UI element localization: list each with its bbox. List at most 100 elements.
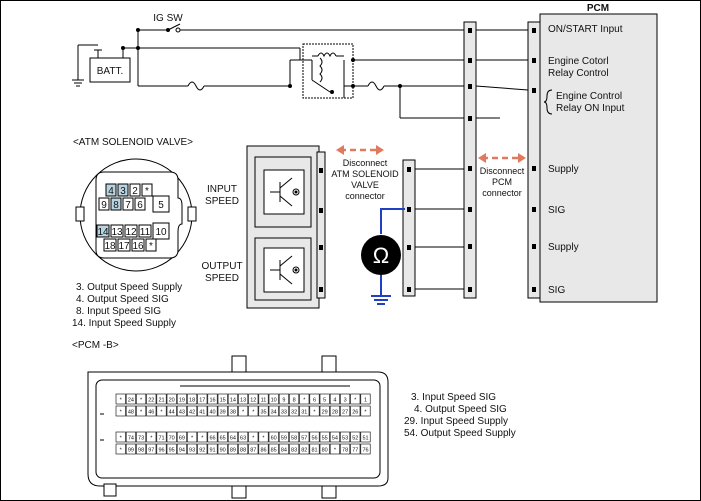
pcm-b-pin [350, 405, 361, 417]
output-speed-sensor-symbol [270, 255, 300, 285]
atm-valve-pins: 4 3 2 * 9 8 7 6 5 14 13 12 11 10 18 17 1… [96, 183, 170, 252]
pcm-b-pin [115, 405, 126, 417]
pcm-b-pin-label: * [201, 436, 204, 442]
pcm-b-connector [87, 355, 389, 499]
atm-note-1: Disconnect [343, 158, 388, 168]
pcm-b-pin-label: 12 [250, 398, 256, 404]
pcm-b-pin-label: 92 [199, 448, 205, 454]
main-relay [289, 43, 470, 119]
pcm-b-pin-label: 21 [158, 398, 164, 404]
pcm-b-pin-label: 96 [158, 448, 164, 454]
pcm-b-pin-label: 11 [261, 398, 267, 404]
pcm-title: PCM [587, 3, 609, 14]
pcm-b-pin-label: * [252, 436, 255, 442]
pcm-b-pin [197, 393, 208, 405]
svg-text:*: * [149, 241, 153, 252]
sensor-pin-strip [316, 151, 326, 299]
pcm-b-pin [156, 431, 167, 443]
pcm-b-pin [289, 405, 300, 417]
pcm-b-pin [125, 393, 136, 405]
atm-valve-legend: 3. Output Speed Supply 4. Output Speed S… [72, 282, 182, 329]
pcm-b-pin [146, 393, 157, 405]
pcm-b-pin-label: * [334, 448, 337, 454]
pcm-b-pin [136, 393, 147, 405]
pcm-note-3: connector [482, 188, 522, 198]
pcm-b-pin [340, 393, 351, 405]
pcm-b-pin [268, 393, 279, 405]
pcm-b-pin [136, 443, 147, 455]
pcm-pin-strip [527, 21, 541, 299]
svg-text:16: 16 [132, 241, 144, 252]
pcm-b-pin [156, 393, 167, 405]
pcm-b-pin [248, 431, 259, 443]
pcm-b-pin [227, 405, 238, 417]
pcm-b-pin-label: 20 [169, 398, 175, 404]
pcm-b-pin-label: 18 [189, 398, 195, 404]
pcm-b-pin-label: * [354, 398, 357, 404]
pcm-b-pin [146, 443, 157, 455]
pcm-b-pin [217, 443, 228, 455]
pcm-b-pin [299, 405, 310, 417]
svg-text:3. Output Speed Supply: 3. Output Speed Supply [76, 282, 182, 293]
pcm-b-pin [115, 443, 126, 455]
pcm-row-supply-1: Supply [548, 164, 579, 175]
pcm-b-pin [248, 405, 259, 417]
pcm-b-pin-label: 73 [138, 436, 144, 442]
pcm-b-pin [360, 443, 371, 455]
pcm-row-supply-2: Supply [548, 242, 579, 253]
pcm-b-pin-label: * [150, 436, 153, 442]
svg-text:12: 12 [125, 227, 137, 238]
pcm-b-pin [176, 405, 187, 417]
pcm-b-pin-label: 1 [364, 398, 367, 404]
pcm-b-pin-label: 74 [128, 436, 134, 442]
pcm-b-pin [125, 443, 136, 455]
pcm-b-pin [166, 431, 177, 443]
ig-switch: IG SW [153, 13, 183, 33]
pcm-b-pin-label: 80 [322, 448, 328, 454]
pcm-b-pin [197, 405, 208, 417]
pcm-b-pin-label: 58 [291, 436, 297, 442]
pcm-b-pin-label: * [262, 436, 265, 442]
pcm-b-pin-label: 34 [271, 410, 277, 416]
pcm-b-pin-label: 98 [138, 448, 144, 454]
pcm-b-pin-label: 51 [362, 436, 368, 442]
pcm-b-pin-label: 65 [220, 436, 226, 442]
pcm-b-pin [268, 431, 279, 443]
pcm-b-pin [360, 393, 371, 405]
pcm-b-pin [289, 431, 300, 443]
input-speed-sensor-symbol [270, 177, 300, 207]
pcm-row-sig-2: SIG [548, 285, 565, 296]
pcm-b-pin-label: 3 [344, 398, 347, 404]
pcm-b-pin [350, 431, 361, 443]
svg-text:*: * [145, 186, 149, 197]
atm-harness-connector [402, 159, 416, 297]
pcm-b-pin-label: 40 [209, 410, 215, 416]
pcm-b-pin-label: 89 [230, 448, 236, 454]
pcm-b-pin-label: 14 [230, 398, 236, 404]
pcm-b-pin-label: 91 [209, 448, 215, 454]
svg-text:29. Input Speed Supply: 29. Input Speed Supply [404, 416, 508, 427]
pcm-b-pin [238, 405, 249, 417]
pcm-b-pin [278, 443, 289, 455]
pcm-b-pin [289, 393, 300, 405]
pcm-b-pin-label: 64 [230, 436, 236, 442]
pcm-b-pin-label: 6 [313, 398, 316, 404]
battery-box [89, 57, 131, 83]
pcm-b-pin-label: * [313, 410, 316, 416]
output-speed-2: SPEED [205, 273, 239, 284]
pcm-b-pin [156, 405, 167, 417]
pcm-b-pin-label: 78 [342, 448, 348, 454]
pcm-b-pin [125, 405, 136, 417]
pcm-b-pin-label: 85 [271, 448, 277, 454]
pcm-b-pin [136, 405, 147, 417]
pcm-b-title: <PCM -B> [72, 340, 119, 351]
pcm-b-pin-label: 76 [362, 448, 368, 454]
pcm-b-pin [278, 405, 289, 417]
pcm-b-pin [268, 443, 279, 455]
pcm-b-pin-label: * [191, 436, 194, 442]
pcm-b-pin [309, 443, 320, 455]
pcm-b-pin-label: * [303, 398, 306, 404]
atm-valve-title: <ATM SOLENOID VALVE> [73, 137, 193, 148]
probe-wire-top [380, 208, 405, 234]
pcm-b-pin [340, 431, 351, 443]
